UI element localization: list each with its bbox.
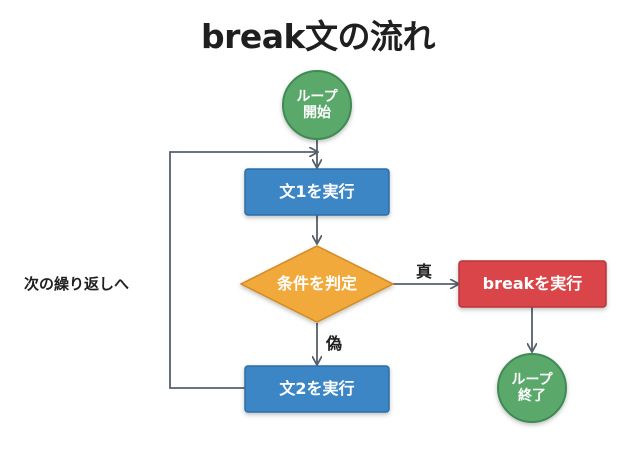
arrow-loop-back: [169, 152, 317, 389]
loop-start-line2: 開始: [303, 105, 331, 121]
diagram-title: break文の流れ: [201, 17, 436, 56]
break-box: [458, 260, 607, 308]
true-edge-label: 真: [416, 262, 433, 281]
false-edge-label: 偽: [326, 334, 343, 353]
loop-end-line1: ループ: [511, 371, 553, 388]
loop-end-label: ループ 終了: [498, 354, 566, 422]
loop-start-label: ループ 開始: [283, 71, 351, 139]
statement2-label: 文2を実行: [279, 378, 355, 398]
break-label: breakを実行: [482, 273, 583, 293]
loop-back-label: 次の繰り返しへ: [24, 275, 130, 293]
loop-end-circle: [497, 353, 567, 423]
statement1-label: 文1を実行: [279, 181, 355, 201]
statement1-box: [244, 168, 390, 216]
loop-start-circle: [282, 70, 352, 140]
condition-label: 条件を判定: [276, 273, 357, 293]
loop-end-line2: 終了: [518, 388, 546, 404]
loop-start-line1: ループ: [296, 88, 338, 105]
condition-diamond: [239, 245, 395, 323]
statement2-box: [244, 365, 390, 413]
